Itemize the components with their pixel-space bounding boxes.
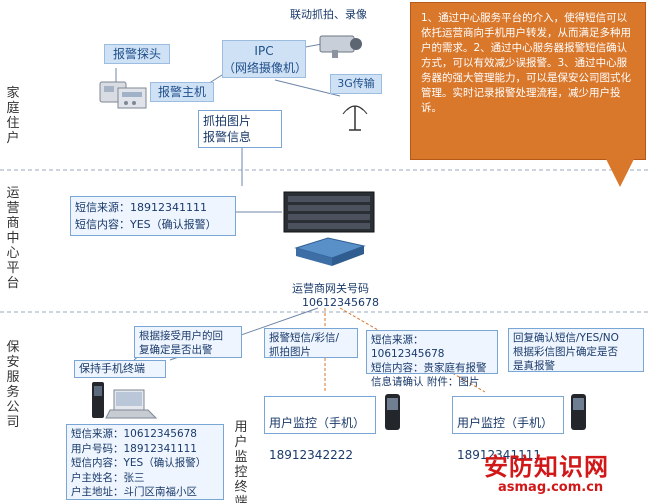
capture-alarm-box: 抓拍图片 报警信息 — [198, 110, 282, 148]
security-info-box: 短信来源：10612345678 用户号码：18912341111 短信内容：Y… — [66, 424, 224, 500]
linked-capture-label: 联动抓拍、录像 — [290, 8, 367, 21]
feature-callout: 1、通过中心服务平台的介入，使得短信可以依托运营商向手机用户转发，从而满足多种用… — [410, 2, 648, 190]
alarm-probe-label: 报警探头 — [104, 44, 170, 64]
gateway-number: 10612345678 — [302, 296, 379, 309]
family-sms-box: 短信来源：10612345678 短信内容：贵家庭有报警 信息请确认 附件：图片 — [366, 330, 498, 388]
ipc-label: IPC （网络摄像机） — [222, 40, 307, 78]
user-monitor-1-title: 用户监控（手机） — [269, 416, 366, 430]
feature-callout-tip — [606, 159, 634, 187]
alarm-mms-box: 报警短信/彩信/ 抓拍图片 — [264, 328, 358, 358]
user-monitor-2-number: 18912341111 — [457, 448, 541, 462]
wire-gateway-right — [339, 307, 486, 393]
user-monitor-2-title: 用户监控（手机） — [457, 416, 554, 430]
camera-icon — [319, 35, 362, 58]
section-label-home: 家庭住户 — [6, 86, 20, 146]
reply-confirm-box: 回复确认短信/YES/NO 根据彩信图片确定是否 是真报警 — [508, 328, 644, 372]
antenna-icon — [342, 105, 368, 131]
brand-logo: 安防知识网 — [484, 453, 609, 481]
alarm-host-icon — [117, 87, 147, 109]
section-label-operator: 运营商中心平台 — [6, 186, 20, 291]
feature-callout-text: 1、通过中心服务平台的介入，使得短信可以依托运营商向手机用户转发，从而满足多种用… — [410, 2, 646, 160]
reply-decision-note: 根据接受用户的回 复确定是否出警 — [134, 326, 242, 358]
server-rack-icon — [283, 191, 375, 266]
keep-terminal-label: 保持手机终端 — [74, 360, 166, 378]
brand-url: asmag.com.cn — [498, 480, 604, 495]
user-monitor-2: 用户监控（手机） 18912341111 — [452, 396, 564, 462]
phone-icon-2 — [571, 394, 586, 430]
terminal-devices-icon — [92, 382, 158, 419]
section-label-security: 保安服务公司 — [6, 340, 20, 430]
phone-icon-1 — [385, 394, 400, 430]
section-label-user-terminal: 用户监控终端 — [234, 420, 248, 503]
alarm-host-label: 报警主机 — [150, 82, 214, 102]
gateway-label: 运营商网关号码 — [292, 282, 369, 295]
operator-sms-box: 短信来源：18912341111 短信内容：YES（确认报警） — [70, 196, 236, 236]
3g-label: 3G传输 — [330, 74, 382, 94]
user-monitor-1-number: 18912342222 — [269, 448, 353, 462]
user-monitor-1: 用户监控（手机） 18912342222 — [264, 396, 376, 462]
wire-ipc-3g — [274, 79, 341, 97]
